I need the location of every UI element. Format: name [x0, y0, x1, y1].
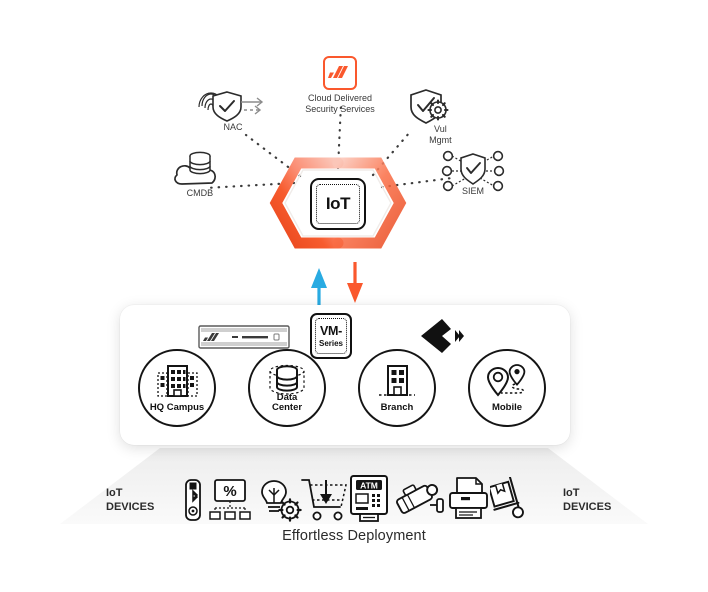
- effortless-deployment-caption: Effortless Deployment: [282, 528, 426, 544]
- cloud-database-icon: [174, 151, 217, 185]
- percent-display-icon[interactable]: %: [208, 479, 252, 521]
- policy-down-arrow: [347, 262, 363, 303]
- map-pins-route-icon: [486, 364, 526, 397]
- palo-alto-networks-logo-icon: [323, 56, 357, 90]
- svg-text:ATM: ATM: [360, 481, 378, 491]
- hexagon-inner-outline: [284, 169, 392, 237]
- database-icon: [269, 364, 305, 395]
- hand-truck-icon[interactable]: [490, 477, 534, 523]
- service-label-nac: NAC: [223, 122, 243, 132]
- atm-icon[interactable]: ATM: [348, 475, 390, 523]
- cart-download-icon[interactable]: [300, 477, 348, 522]
- fingerprint-shield-icon: [198, 91, 264, 122]
- lightbulb-gear-icon[interactable]: [258, 478, 302, 522]
- prisma-access-logo-icon[interactable]: [420, 318, 464, 354]
- service-cmdb[interactable]: CMDB: [172, 150, 234, 198]
- shield-network-icon: [441, 150, 505, 192]
- vm-series-label-top: VM-: [319, 324, 342, 338]
- site-branch[interactable]: Branch: [358, 349, 436, 427]
- enforcement-card: VM- Series: [120, 305, 570, 445]
- small-building-icon: [379, 365, 415, 396]
- iot-chip-label: IoT: [325, 194, 351, 213]
- site-hq-campus[interactable]: HQ Campus: [138, 349, 216, 427]
- svg-text:%: %: [223, 483, 236, 500]
- hardware-firewall-icon[interactable]: [198, 323, 290, 351]
- site-data-center[interactable]: Data Center: [248, 349, 326, 427]
- service-cloud-delivered-security-services[interactable]: Cloud Delivered Security Services: [300, 56, 380, 114]
- site-label-mobile: Mobile: [491, 402, 523, 414]
- service-siem[interactable]: SIEM: [440, 148, 506, 198]
- service-label-vul-mgmt: Vul Mgmt: [429, 124, 452, 145]
- iot-devices-label-left: IoT DEVICES: [106, 487, 155, 513]
- service-label-cmdb: CMDB: [186, 188, 214, 198]
- security-camera-icon[interactable]: [394, 479, 446, 521]
- bluetooth-dongle-icon[interactable]: [182, 479, 204, 521]
- vm-series-label-bottom: Series: [318, 339, 344, 348]
- iot-chip: IoT: [310, 178, 366, 230]
- service-vul-mgmt[interactable]: Vul Mgmt: [408, 88, 462, 145]
- site-label-hq-campus: HQ Campus: [149, 402, 205, 414]
- vm-series-icon[interactable]: VM- Series: [310, 313, 352, 359]
- site-label-branch: Branch: [380, 402, 414, 414]
- iot-devices-label-right: IoT DEVICES: [563, 487, 612, 513]
- office-building-icon: [157, 365, 198, 397]
- dotted-links: [204, 102, 454, 190]
- service-nac[interactable]: NAC: [196, 88, 270, 134]
- service-label-cloud-delivered-security-services: Cloud Delivered Security Services: [305, 93, 375, 114]
- site-mobile[interactable]: Mobile: [468, 349, 546, 427]
- shield-gear-icon: [410, 89, 449, 124]
- site-label-data-center: Data Center: [271, 391, 303, 414]
- telemetry-up-arrow: [311, 268, 327, 305]
- printer-icon[interactable]: [446, 477, 490, 522]
- hexagon-ring: [269, 157, 407, 249]
- service-label-siem: SIEM: [461, 186, 485, 196]
